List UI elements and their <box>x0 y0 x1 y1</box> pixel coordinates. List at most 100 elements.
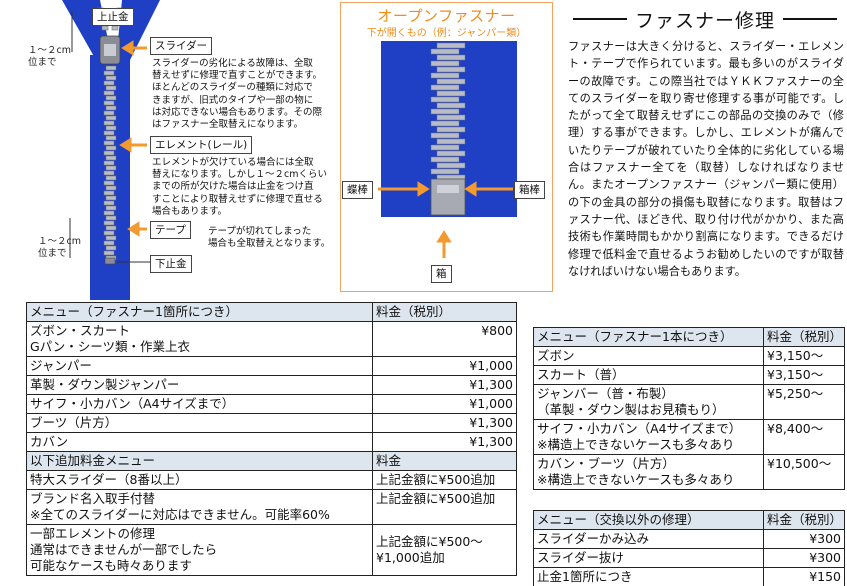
tooth <box>436 150 466 157</box>
table-header-menu: メニュー（ファスナー1箇所につき） <box>26 302 373 322</box>
tooth <box>436 102 466 109</box>
price-cell: ¥3,150～ <box>763 346 845 366</box>
table-row: ジャンバー（普・布製）（革製・ダウン製はお見積もり） ¥5,250～ <box>533 384 845 420</box>
slider-note: スライダーの劣化による故障は、全取 替えせずに修理で直すことができます。 ほとん… <box>152 58 323 131</box>
open-zipper-subtitle: 下が開くもの（例：ジャンパー類） <box>366 28 527 39</box>
open-zipper-title: オープンファスナー <box>377 7 516 25</box>
price-cell: 上記金額に¥500～¥1,000追加 <box>372 524 517 576</box>
repair-description: ファスナーは大きく分けると、スライダー・エレメント・テープで作られています。最も… <box>568 40 844 278</box>
menu-cell: ジャンバー（普・布製）（革製・ダウン製はお見積もり） <box>533 384 764 420</box>
tooth <box>430 108 460 115</box>
tooth <box>430 132 460 139</box>
tooth <box>105 125 117 131</box>
bottom-stop-label: 下止金 <box>150 255 192 273</box>
price-table-other: メニュー（交換以外の修理） 料金（税別） スライダーかみ込み ¥300 スライダ… <box>533 510 845 586</box>
box-label: 箱 <box>431 265 452 283</box>
tooth <box>436 138 466 145</box>
price-cell: ¥1,300 <box>372 375 517 395</box>
price-cell: ¥1,300 <box>372 432 517 452</box>
table-row: ジャンパー ¥1,000 <box>26 356 517 376</box>
tooth <box>105 155 117 161</box>
tooth <box>103 230 115 236</box>
tooth <box>105 85 117 91</box>
menu-cell: ジャンパー <box>26 356 373 376</box>
tooth <box>103 180 115 186</box>
table-header-row: メニュー（交換以外の修理） 料金（税別） <box>533 510 845 530</box>
side-note-bottom: １～２cm 位まで <box>38 236 81 259</box>
extra-header-menu: 以下追加料金メニュー <box>26 451 373 471</box>
price-cell: ¥10,500～ <box>763 454 845 490</box>
tape-label: テープ <box>150 221 191 239</box>
tooth <box>105 235 117 241</box>
price-cell: ¥5,250～ <box>763 384 845 420</box>
tooth <box>430 48 460 55</box>
tooth <box>436 54 466 61</box>
tooth <box>430 168 460 175</box>
element-note: エレメントが欠けている場合には全取 替えになります。しかし１～２cmくらい まで… <box>152 157 328 217</box>
table-row: スカート（普） ¥3,150～ <box>533 365 845 385</box>
side-note-top: １～２cm 位まで <box>28 45 71 68</box>
tooth <box>105 205 117 211</box>
table-row: スライダーかみ込み ¥300 <box>533 529 845 549</box>
tooth <box>430 144 460 151</box>
price-cell: ¥1,000 <box>372 356 517 376</box>
table-row: サイフ・小カバン（A4サイズまで） ¥1,000 <box>26 394 517 414</box>
tooth <box>436 42 466 49</box>
heading-rule-right <box>783 18 838 20</box>
tooth <box>105 165 117 171</box>
tooth <box>105 185 117 191</box>
menu-cell: ブランド名入取手付替※全てのスライダーに対応はできません。可能率60% <box>26 489 373 525</box>
price-cell: ¥300 <box>763 548 845 568</box>
menu-cell: サイフ・小カバン（A4サイズまで） <box>26 394 373 414</box>
tooth <box>103 210 115 216</box>
open-zipper-illustration <box>378 41 517 258</box>
butterfly-label: 蝶棒 <box>342 181 373 199</box>
tooth <box>103 190 115 196</box>
tooth <box>105 195 117 201</box>
tooth <box>430 96 460 103</box>
box-pin-label: 箱棒 <box>514 181 545 199</box>
tooth <box>103 120 115 126</box>
price-cell: ¥150 <box>763 567 845 586</box>
open-zipper-panel: オープンファスナー 下が開くもの（例：ジャンパー類） 蝶棒 箱棒 箱 <box>340 2 553 292</box>
menu-cell: サイフ・小カバン（A4サイズまで）※構造上できないケースも多々あり <box>533 419 764 455</box>
menu-cell: スカート（普） <box>533 365 764 385</box>
price-cell: ¥800 <box>372 321 517 357</box>
table-row: スライダー抜け ¥300 <box>533 548 845 568</box>
menu-cell: スライダーかみ込み <box>533 529 764 549</box>
tooth <box>105 115 117 121</box>
menu-cell: 特大スライダー（8番以上） <box>26 470 373 490</box>
table-row: ズボン ¥3,150～ <box>533 346 845 366</box>
tooth <box>105 225 117 231</box>
table-row: 特大スライダー（8番以上） 上記金額に¥500追加 <box>26 470 517 490</box>
table-row: カバン ¥1,300 <box>26 432 517 452</box>
menu-cell: カバン <box>26 432 373 452</box>
tooth <box>103 170 115 176</box>
tooth <box>436 90 466 97</box>
table-row: ブーツ（片方） ¥1,300 <box>26 413 517 433</box>
tooth <box>103 250 115 256</box>
open-zipper-teeth <box>430 42 466 181</box>
tooth <box>430 72 460 79</box>
extra-header-price: 料金 <box>372 451 517 471</box>
tooth <box>103 160 115 166</box>
table-row: 止金1箇所につき ¥150 <box>533 567 845 586</box>
price-cell: ¥1,000 <box>372 394 517 414</box>
tooth <box>430 84 460 91</box>
tooth <box>103 140 115 146</box>
tape-note: テープが切れてしまった 場合も全取替えとなります。 <box>208 226 331 250</box>
tooth <box>436 78 466 85</box>
price-cell: ¥3,150～ <box>763 365 845 385</box>
tooth <box>103 110 115 116</box>
menu-cell: カバン・ブーツ（片方）※構造上できないケースも多々あり <box>533 454 764 490</box>
menu-cell: ズボン <box>533 346 764 366</box>
table-row: サイフ・小カバン（A4サイズまで）※構造上できないケースも多々あり ¥8,400… <box>533 419 845 455</box>
tooth <box>105 65 117 71</box>
tooth <box>103 100 115 106</box>
tooth <box>436 66 466 73</box>
repair-title: ファスナー修理 <box>635 9 776 32</box>
tooth <box>103 150 115 156</box>
tooth <box>103 220 115 226</box>
tooth <box>105 95 117 101</box>
